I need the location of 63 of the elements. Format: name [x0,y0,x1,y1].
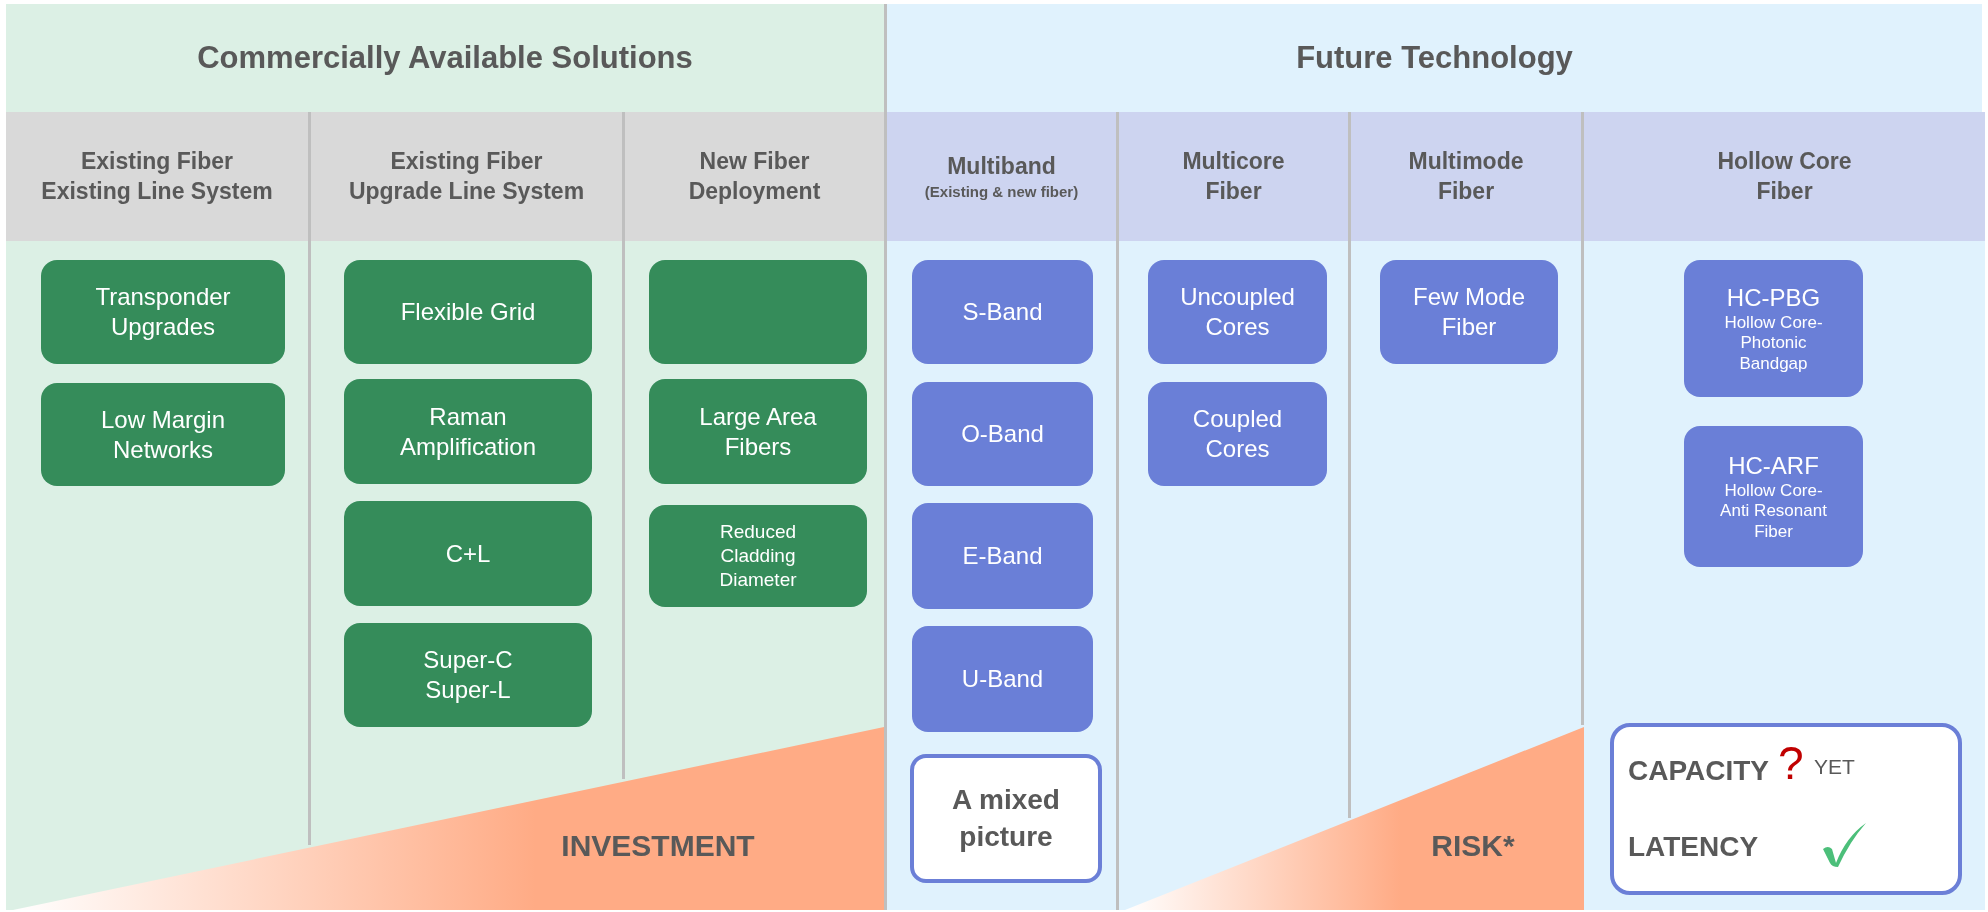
box-text: C+L [445,538,491,569]
box-text: Coupled Cores [1191,404,1284,464]
box-text: U-Band [961,664,1044,694]
column-subtitle: (Existing & new fiber) [924,181,1079,202]
technology-box [912,382,1093,486]
panel-title: Future Technology [1295,39,1574,77]
wedge-label: RISK* [1431,829,1515,863]
technology-box [912,503,1093,609]
column-band [311,112,625,779]
box-text: Flexible Grid [400,297,536,327]
box-text: A mixed picture [951,783,1061,854]
status-label: CAPACITY [1628,755,1770,788]
status-note: YET [1814,755,1855,780]
box-text: S-Band [962,297,1043,327]
technology-box [1148,382,1327,486]
box-text: HC-ARF [1728,450,1819,481]
box-text: Transponder Upgrades [94,282,232,342]
technology-box [1380,260,1558,364]
solution-box [344,379,592,484]
column-title: Hollow Core Fiber [1716,146,1853,206]
column-band [887,112,1119,910]
solution-box [344,260,592,364]
column-title: Existing Fiber Upgrade Line System [347,146,586,206]
note-box [910,754,1102,883]
technology-box [1148,260,1327,364]
panel-background [6,4,884,910]
column-band [6,112,311,845]
box-text: Few Mode Fiber [1411,282,1526,342]
column-title: Multimode Fiber [1407,146,1525,206]
box-text: Low Margin Networks [99,404,227,465]
solution-box [649,379,867,484]
column-band [1584,112,1985,910]
wedge-label: INVESTMENT [561,829,755,863]
technology-box [1684,426,1863,567]
status-label: LATENCY [1628,831,1759,864]
box-subtext: Hollow Core-Anti Resonant Fiber [1719,480,1828,543]
status-box [1610,723,1962,895]
panel-title: Commercially Available Solutions [196,39,694,77]
technology-box [912,626,1093,732]
column-title: New Fiber Deployment [687,146,822,206]
column-title: Existing Fiber Existing Line System [40,146,274,206]
solution-box [344,501,592,606]
solution-box [41,260,285,364]
box-text: Reduced Cladding Diameter [718,520,798,592]
solution-box [344,623,592,727]
box-text: Large Area Fibers [698,401,818,462]
column-band [1351,112,1584,725]
column-title: Multiband [947,151,1056,181]
column-band [1119,112,1351,818]
question-mark: ? [1778,737,1804,790]
box-text: Uncoupled Cores [1179,282,1296,342]
box-text: Super-C Super-L [422,645,514,705]
empty-box [649,260,867,364]
technology-box [1684,260,1863,397]
box-subtext: Hollow Core-Photonic Bandgap [1723,312,1824,375]
technology-box [912,260,1093,364]
column-title: Multicore Fiber [1181,146,1286,206]
solution-box [41,383,285,486]
box-text: HC-PBG [1726,282,1821,313]
solution-box [649,505,867,607]
box-text: O-Band [961,419,1044,449]
box-text: E-Band [962,541,1043,571]
box-text: Raman Amplification [398,401,538,462]
